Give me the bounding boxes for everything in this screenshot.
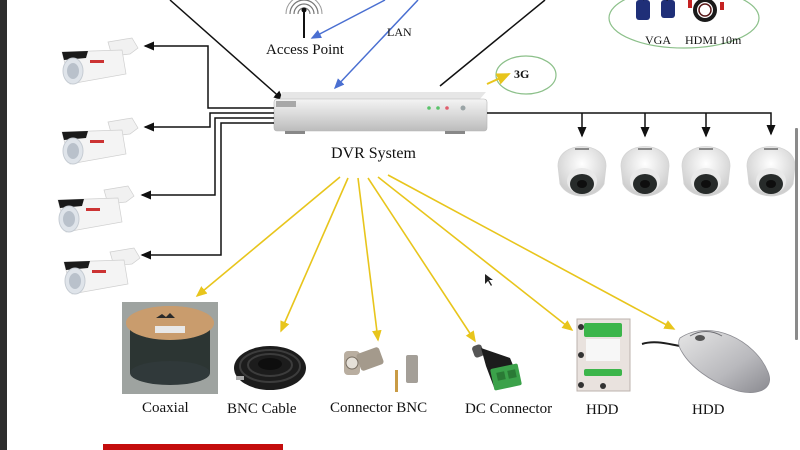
dvr-led-green-1 [427,106,431,110]
dome-camera [620,146,670,197]
bnc-cable-label: BNC Cable [227,401,297,417]
lan-label: LAN [387,25,412,39]
arrow-to-coaxial [195,176,341,298]
hdd-label: HDD [586,402,619,418]
hdd-image [576,318,631,392]
hdmi-cable-icon [688,0,724,22]
arrow-to-mouse [387,174,676,330]
top-left-connection-arrow [169,0,285,101]
coaxial-label: Coaxial [142,400,189,416]
dvr-system-label: DVR System [331,145,416,162]
vertical-scrollbar[interactable] [795,128,798,340]
lan-lines [310,0,419,90]
dvr-led-green-2 [436,106,440,110]
bullet-camera [63,247,141,295]
accessory-arrows [195,174,676,343]
lan-to-dvr-arrow [333,0,419,90]
dvr-power-button [460,105,466,111]
lan-to-access-point-arrow [310,0,386,39]
dvr-brand-badge [276,101,296,107]
bullet-camera-wires [140,41,274,260]
arrow-to-hdd [377,176,574,331]
bnc-cable-image [234,346,306,390]
mouse-hdd-label: HDD [692,402,725,418]
dvr-led-red [445,106,449,110]
bullet-camera [61,37,139,85]
bullet-camera [61,117,139,165]
hdmi-label: HDMI 10m [685,33,742,47]
arrow-to-bnc-cable [280,177,349,333]
dome-camera [681,146,731,197]
3g-label: 3G [514,67,530,81]
dc-connector-label: DC Connector [465,401,553,417]
dome-camera [557,146,607,197]
arrow-to-connector-bnc [357,177,382,342]
bnc-connector-image [344,347,418,392]
coaxial-spool-image [122,302,218,394]
access-point-icon [285,0,323,38]
mouse-cursor-icon [485,274,493,286]
connector-bnc-label: Connector BNC [330,400,428,416]
3g-arrow [486,73,511,85]
red-banner [103,444,283,450]
dome-camera [746,146,796,197]
top-connection-lines [169,0,546,101]
dome-camera-wires [487,112,776,138]
top-right-connection-line [439,0,546,87]
dvr-device [273,92,488,134]
video-output-oval [608,0,760,49]
bullet-camera [57,185,135,233]
mouse-image [641,329,770,393]
dc-connector-image [472,344,522,391]
vga-cable-icon [636,0,675,20]
arrow-to-dc-connector [367,177,476,343]
left-window-edge [0,0,7,450]
access-point-label: Access Point [266,42,344,58]
vga-label: VGA [645,33,671,47]
